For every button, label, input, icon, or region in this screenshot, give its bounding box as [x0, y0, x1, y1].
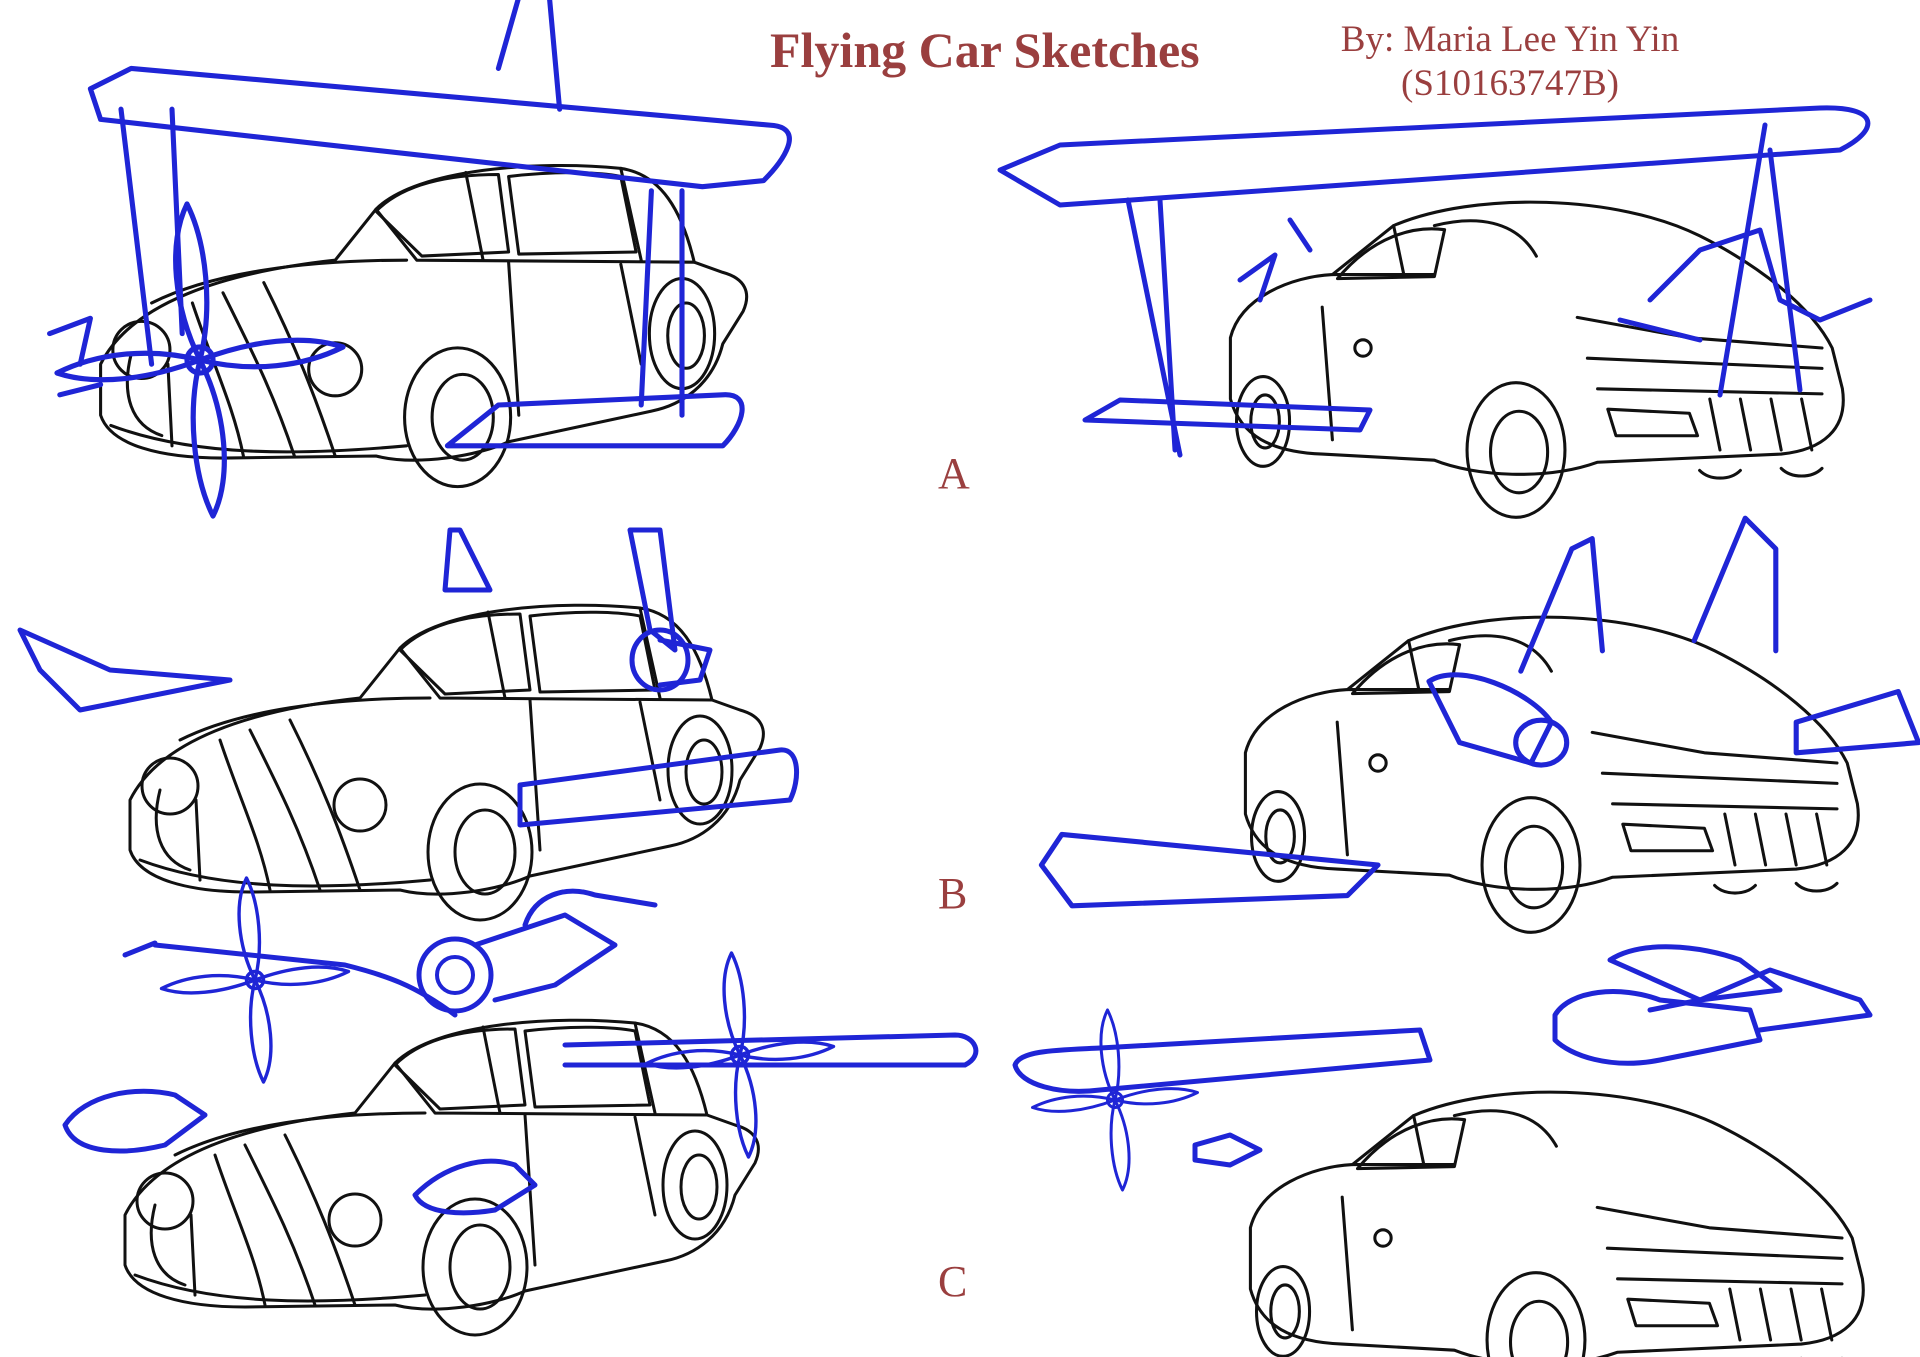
sketch-c-rear	[1248, 1090, 1865, 1357]
prop-c-left	[159, 876, 351, 1084]
row-label-a: A	[938, 449, 970, 498]
page-title: Flying Car Sketches	[770, 22, 1200, 78]
author-block: By: Maria Lee Yin Yin (S10163747B)	[1320, 18, 1700, 106]
sketch-a-front	[47, 0, 792, 489]
sketch-a-rear	[1228, 200, 1845, 519]
prop-a-front	[57, 204, 343, 516]
row-label-b: B	[938, 869, 968, 918]
sketch-b-front	[17, 527, 800, 922]
sketch-c-front	[62, 888, 979, 1337]
row-label-c: C	[938, 1257, 968, 1306]
student-id: (S10163747B)	[1401, 63, 1619, 104]
prop-c-right	[644, 951, 836, 1159]
sketch-b-rear	[1038, 515, 1920, 934]
prop-c-rear-left	[1031, 1008, 1199, 1192]
author-name: By: Maria Lee Yin Yin	[1340, 19, 1680, 60]
